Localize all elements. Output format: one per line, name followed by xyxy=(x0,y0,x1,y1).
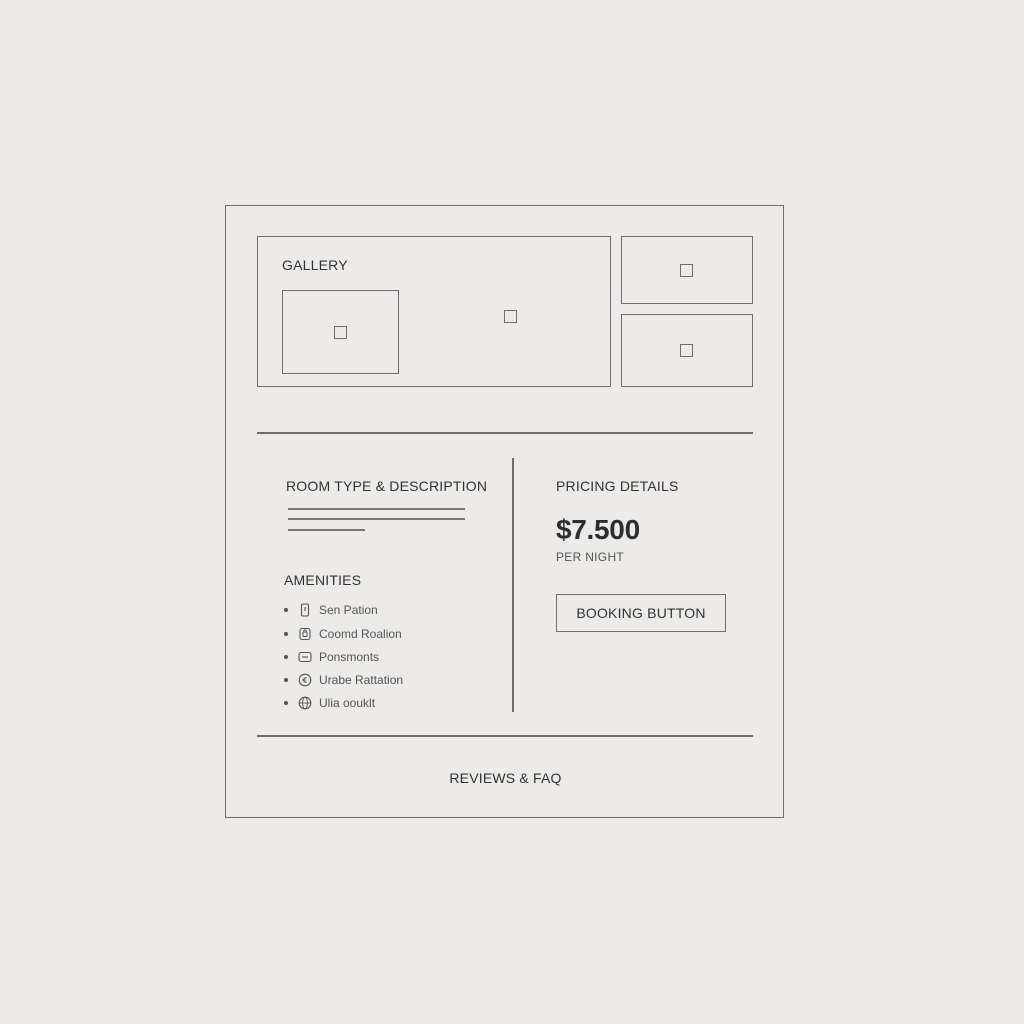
amenities-heading: AMENITIES xyxy=(284,572,362,588)
column-divider xyxy=(512,458,514,712)
price-value: $7.500 xyxy=(556,514,640,545)
gallery-thumbnail-1[interactable] xyxy=(621,236,753,304)
amenity-item: Coomd Roalion xyxy=(284,627,402,641)
room-type-heading: ROOM TYPE & DESCRIPTION xyxy=(286,478,488,494)
section-divider xyxy=(257,432,753,434)
monitor-icon xyxy=(298,650,312,664)
gallery-thumbnail-2[interactable] xyxy=(621,314,753,387)
description-text-line xyxy=(288,529,365,531)
amenity-label: Ulia oouklt xyxy=(319,696,376,710)
pricing-heading: PRICING DETAILS xyxy=(556,478,679,494)
gallery-main-image[interactable] xyxy=(282,290,399,374)
bullet xyxy=(284,678,288,682)
globe-icon xyxy=(298,696,312,710)
description-text-line xyxy=(288,518,465,520)
amenity-item: Sen Pation xyxy=(284,603,378,617)
bullet xyxy=(284,608,288,612)
amenity-item: Urabe Rattation xyxy=(284,673,403,687)
bullet xyxy=(284,701,288,705)
amenity-label: Ponsmonts xyxy=(319,650,380,664)
room-detail-wireframe xyxy=(225,205,784,818)
gallery-label: GALLERY xyxy=(282,257,348,273)
description-text-line xyxy=(288,508,465,510)
bullet xyxy=(284,632,288,636)
amenity-label: Sen Pation xyxy=(319,603,378,617)
lock-icon xyxy=(298,627,312,641)
phone-icon xyxy=(298,603,312,617)
section-divider xyxy=(257,735,753,737)
amenity-label: Urabe Rattation xyxy=(319,673,404,687)
amenity-label: Coomd Roalion xyxy=(319,627,402,641)
image-placeholder-icon xyxy=(680,344,693,357)
reviews-faq-link[interactable]: REVIEWS & FAQ xyxy=(449,770,562,786)
booking-button[interactable]: BOOKING BUTTON xyxy=(556,594,726,632)
bullet xyxy=(284,655,288,659)
amenity-item: Ponsmonts xyxy=(284,650,379,664)
image-placeholder-icon xyxy=(504,310,517,323)
currency-icon xyxy=(298,673,312,687)
image-placeholder-icon xyxy=(334,326,347,339)
amenity-item: Ulia oouklt xyxy=(284,696,375,710)
price-unit: PER NIGHT xyxy=(556,550,625,564)
image-placeholder-icon xyxy=(680,264,693,277)
gallery-main-panel[interactable] xyxy=(257,236,611,387)
